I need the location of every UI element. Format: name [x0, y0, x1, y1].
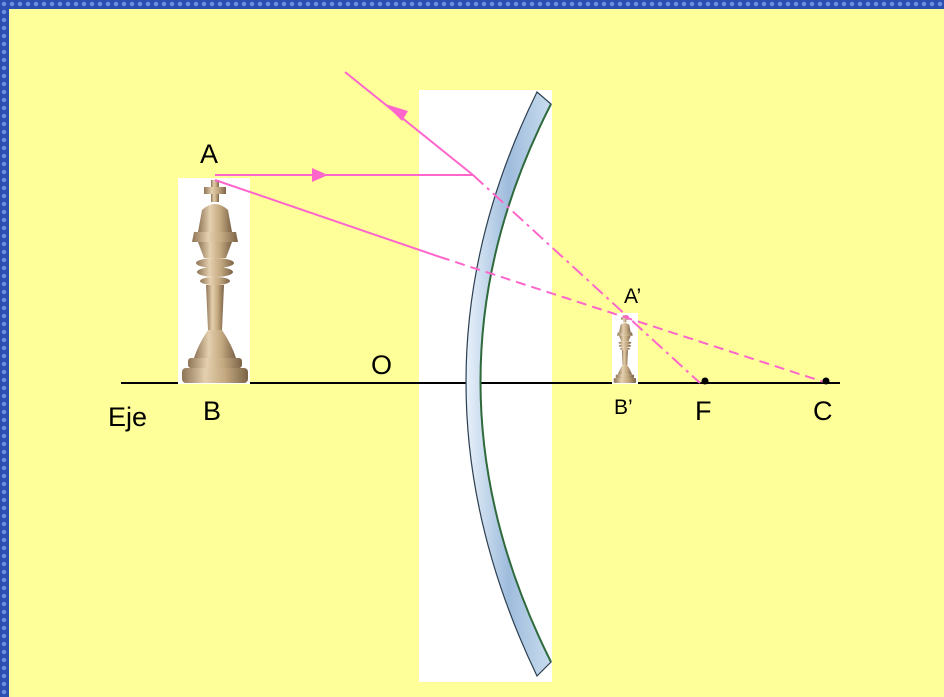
label-object-base: B: [203, 396, 221, 426]
reflected-ray: [344, 71, 474, 176]
focus-point: [701, 377, 709, 385]
label-vertex: O: [371, 350, 392, 380]
incident-ray-arrow: [312, 168, 328, 182]
label-image-base: B’: [614, 396, 633, 419]
label-image-tip: A’: [624, 285, 641, 308]
virtual-ray-to-center: [439, 256, 828, 384]
label-center: C: [813, 396, 833, 426]
label-axis: Eje: [108, 402, 147, 432]
rays: [214, 71, 828, 384]
label-object-tip: A: [200, 139, 218, 169]
virtual-ray-to-focus: [472, 174, 701, 384]
mirror-panel: [419, 90, 552, 682]
reflected-ray-arrow: [385, 104, 408, 121]
center-point: [822, 377, 830, 385]
label-focus: F: [695, 396, 712, 426]
incident-ray-to-center: [214, 179, 441, 258]
mirror-reflective-edge: [479, 103, 552, 663]
